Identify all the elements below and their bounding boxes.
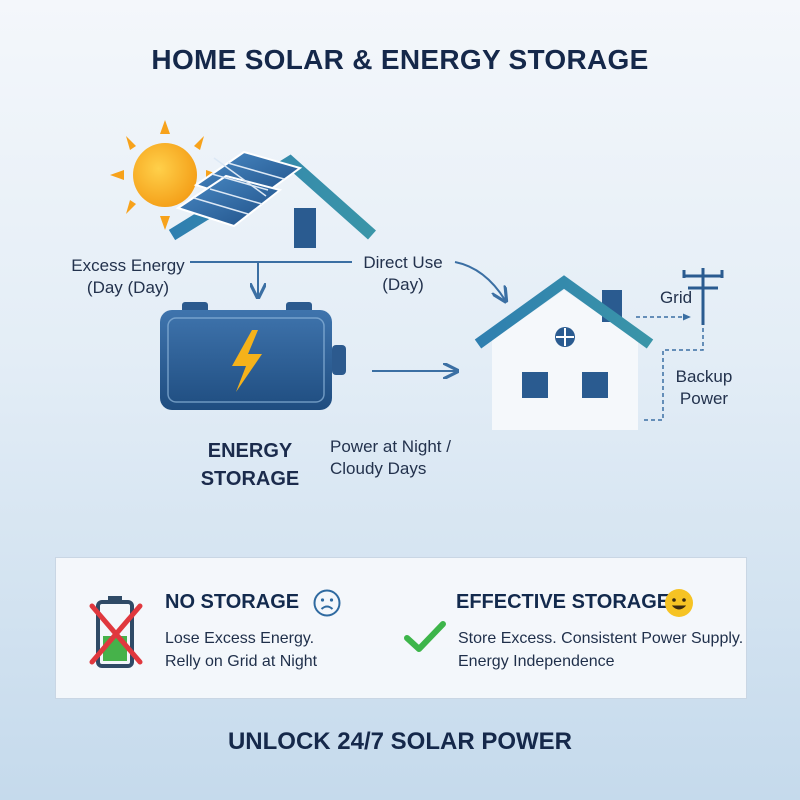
battery-icon: [160, 302, 346, 410]
checkmark-icon: [404, 621, 446, 652]
effective-storage-heading: EFFECTIVE STORAGE: [456, 591, 671, 613]
night-power-label: Power at Night / Cloudy Days: [330, 437, 451, 478]
grid-label: Grid: [659, 288, 693, 307]
crossed-battery-icon: [89, 596, 143, 668]
backup-power-label: Backup Power: [675, 367, 733, 408]
comparison-panel: NO STORAGE Lose Excess Energy. Relly on …: [55, 557, 747, 699]
direct-use-label: Direct Use (Day): [363, 253, 443, 294]
energy-storage-title: ENERGY STORAGE: [200, 440, 300, 490]
page-title: HOME SOLAR & ENERGY STORAGE: [151, 44, 649, 75]
tagline: UNLOCK 24/7 SOLAR POWER: [227, 728, 573, 755]
smiley-face-icon: [665, 589, 693, 617]
home-icon: [474, 275, 654, 430]
no-storage-description: Lose Excess Energy. Relly on Grid at Nig…: [165, 630, 318, 670]
no-storage-heading: NO STORAGE: [165, 591, 300, 613]
solar-panel-icon: [175, 150, 303, 228]
solar-house-icon: [168, 150, 376, 248]
sad-face-icon: [313, 589, 341, 617]
effective-storage-description: Store Excess. Consistent Power Supply. E…: [458, 630, 744, 670]
excess-energy-label: Excess Energy (Day (Day): [71, 256, 185, 297]
power-pole-icon: [682, 268, 724, 325]
lightning-bolt-icon: [232, 330, 262, 392]
